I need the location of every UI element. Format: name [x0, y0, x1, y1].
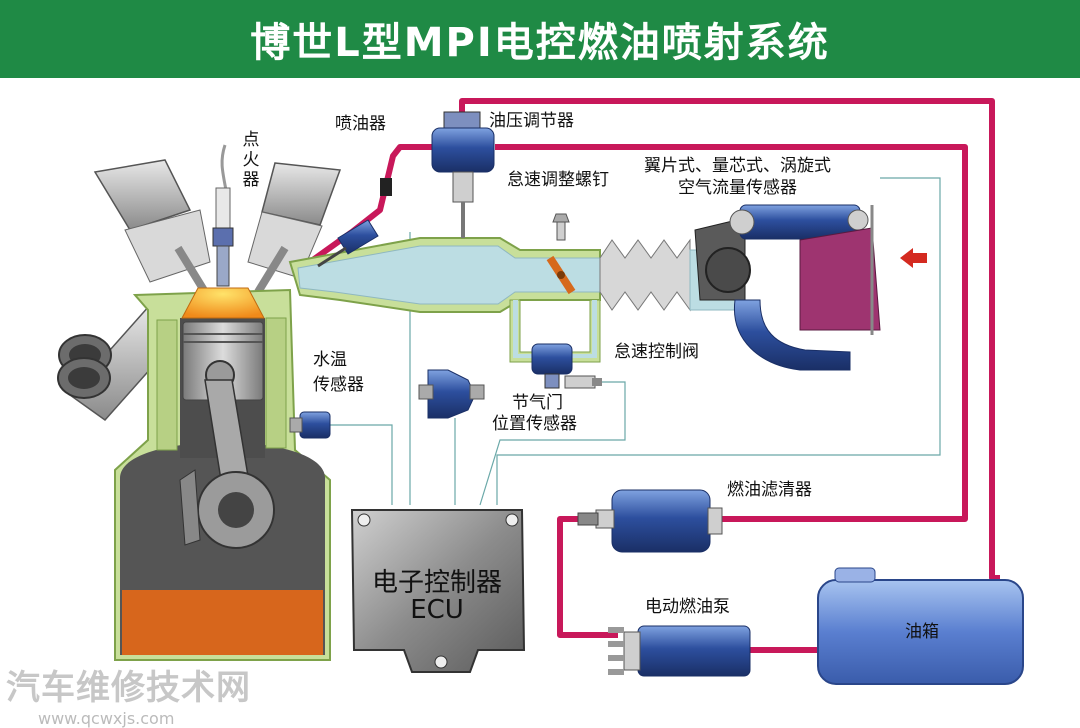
water-temp-label-1: 水温 — [313, 350, 347, 370]
airflow-meter — [694, 204, 927, 371]
pressure-regulator — [431, 111, 495, 238]
injector-label: 喷油器 — [335, 114, 386, 134]
pressure-regulator-label: 油压调节器 — [489, 111, 574, 131]
title-banner: 博世L型MPI电控燃油喷射系统 — [0, 0, 1080, 78]
intake-manifold — [288, 237, 736, 313]
airflow-meter-label-2: 空气流量传感器 — [678, 178, 797, 198]
watermark-site-name: 汽车维修技术网 — [6, 668, 251, 708]
watermark-url: www.qcwxjs.com — [38, 709, 175, 728]
idle-control-valve — [531, 343, 573, 389]
engine-block — [114, 288, 331, 661]
fuel-tank-label: 油箱 — [905, 622, 939, 642]
ecu-label-en: ECU — [410, 595, 464, 625]
watermark: 汽车维修技术网 www.qcwxjs.com — [6, 660, 251, 728]
combustion-chamber — [181, 287, 265, 319]
throttle-sensor-label-2: 位置传感器 — [492, 414, 577, 434]
idle-screw — [552, 213, 570, 241]
diagram-title: 博世L型MPI电控燃油喷射系统 — [250, 20, 830, 66]
ecu-unit — [350, 509, 526, 673]
air-inlet-arrow — [900, 248, 927, 268]
throttle-plate — [546, 255, 576, 295]
water-temp-label-2: 传感器 — [313, 375, 364, 395]
fuel-tank — [817, 567, 1024, 685]
water-temp-sensor — [289, 411, 331, 439]
idle-valve-label: 怠速控制阀 — [614, 342, 699, 362]
idle-screw-label: 怠速调整螺钉 — [507, 170, 609, 190]
fuel-filter-label: 燃油滤清器 — [727, 480, 812, 500]
injection-system-diagram — [57, 98, 1024, 685]
throttle-position-sensor — [418, 369, 485, 419]
airflow-meter-label-1: 翼片式、量芯式、涡旋式 — [644, 156, 831, 176]
throttle-sensor-label-1: 节气门 — [512, 393, 563, 413]
ecu-label-cn: 电子控制器 — [371, 568, 502, 598]
spark-plug — [212, 144, 234, 287]
spark-plug-label: 点火器 — [242, 130, 260, 190]
fuel-pump — [608, 625, 751, 677]
piston-assembly — [179, 321, 275, 549]
fuel-pump-label: 电动燃油泵 — [645, 597, 730, 617]
fuel-filter — [577, 489, 723, 553]
throttle-body-sensor — [564, 375, 602, 389]
fuel-injector — [317, 178, 392, 268]
